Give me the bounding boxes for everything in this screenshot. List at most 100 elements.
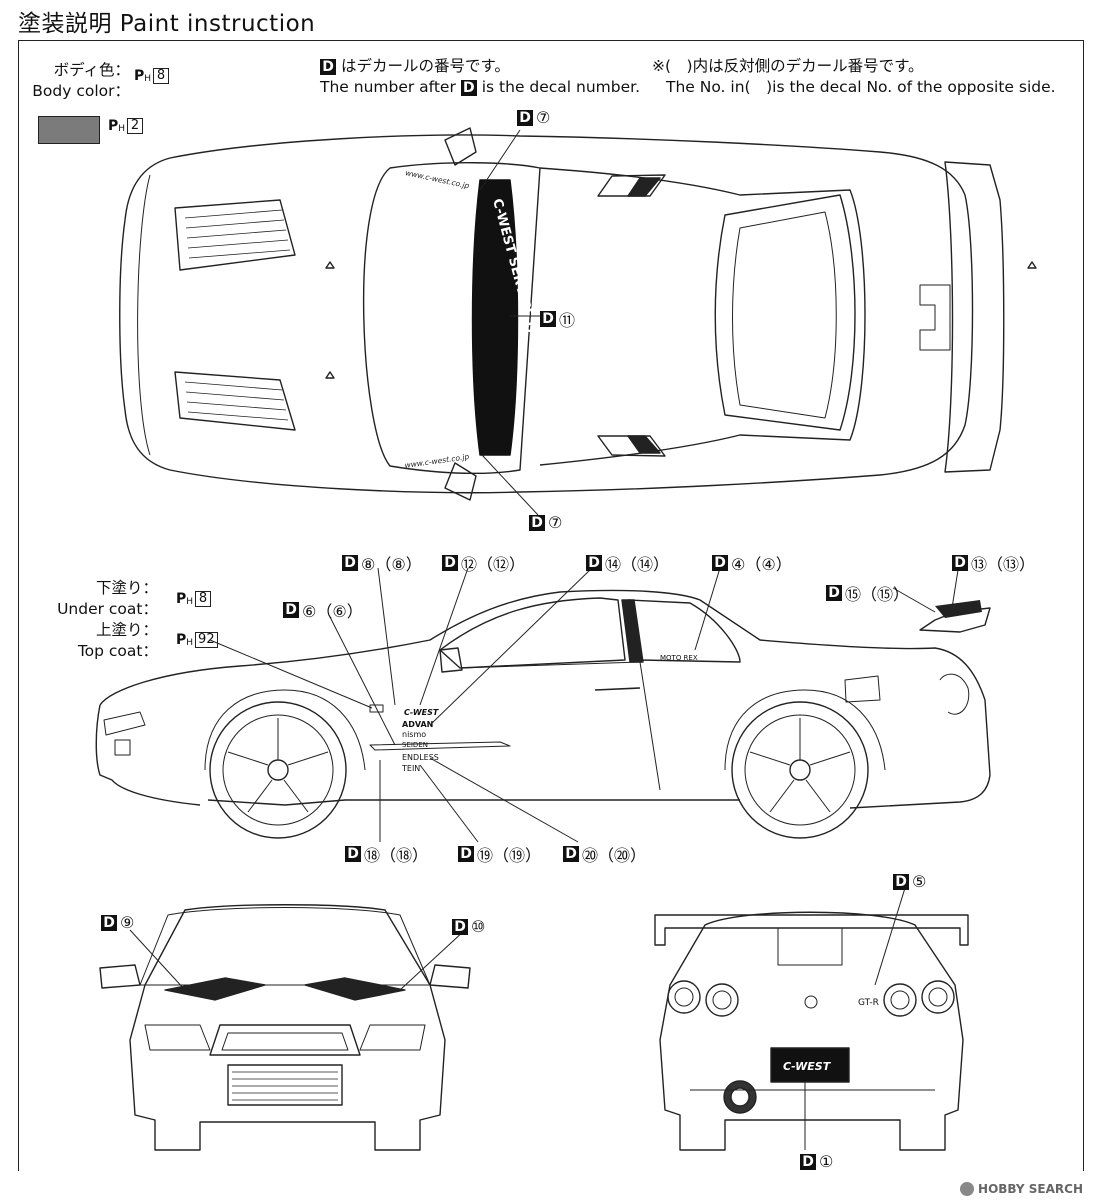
rear-plate xyxy=(771,1048,849,1082)
callout-d14-text: ⑭（⑭） xyxy=(605,555,670,574)
decal-marker-icon: D xyxy=(320,58,336,75)
gray-swatch xyxy=(38,116,100,144)
opposite-note-jp: ※( )内は反対側のデカール番号です。 xyxy=(652,57,924,75)
url-bottom-text: www.c-west.co.jp xyxy=(404,452,470,470)
side-logo-2: nismo xyxy=(402,730,426,739)
callout-d20-text: ⑳（⑳） xyxy=(582,846,647,865)
window-decal-text: MOTO REX xyxy=(660,654,698,662)
top-coat-en: Top coat： xyxy=(77,642,158,660)
diagram-frame xyxy=(18,40,1084,1171)
side-logo-4: ENDLESS xyxy=(402,753,439,762)
callout-d15-text: ⑮（⑮） xyxy=(845,585,910,604)
callout-d19-text: ⑲（⑲） xyxy=(477,846,542,865)
front-view-car xyxy=(100,905,470,1150)
watermark-text: HOBBY SEARCH xyxy=(978,1182,1083,1196)
decal-marker-icon: D xyxy=(283,602,299,618)
callout-d9-text: ⑨ xyxy=(120,913,135,932)
decal-marker-icon: D xyxy=(586,555,602,571)
rear-badge-text: GT-R xyxy=(858,998,879,1008)
hobby-search-logo-icon xyxy=(960,1182,975,1196)
under-coat-en: Under coat： xyxy=(57,600,158,618)
decal-marker-icon: D xyxy=(517,109,533,126)
callout-d10-text: ⑩ xyxy=(471,917,486,936)
under-coat-num: 8 xyxy=(195,591,212,607)
decal-marker-icon: D xyxy=(460,79,477,96)
decal-note: D はデカールの番号です。 The number after D is the … xyxy=(320,56,640,98)
decal-marker-icon: D xyxy=(101,914,117,931)
windshield-banner xyxy=(473,180,518,455)
side-logo-1: ADVAN xyxy=(402,720,433,729)
callout-d6-text: ⑥（⑥） xyxy=(302,602,363,621)
decal-marker-icon: D xyxy=(442,555,458,571)
page-title: 塗装説明 Paint instruction xyxy=(18,11,316,37)
body-color-en: Body color： xyxy=(32,82,130,100)
swatch-num: 2 xyxy=(127,118,144,134)
callout-d5-text: ⑤ xyxy=(912,872,927,891)
body-color-label: ボディ色： Body color： xyxy=(30,60,130,102)
rear-view-car: C-WEST GT-R xyxy=(655,888,968,1150)
top-coat-label: 上塗り： Top coat： xyxy=(40,620,158,662)
decal-marker-icon: D xyxy=(452,918,468,935)
decal-marker-icon: D xyxy=(345,846,361,862)
callout-d4-text: ④（④） xyxy=(731,555,792,574)
callout-d13-text: ⑬（⑬） xyxy=(971,555,1036,574)
decal-marker-icon: D xyxy=(826,585,842,601)
top-coat-num: 92 xyxy=(195,632,218,648)
rear-wheel xyxy=(732,702,868,838)
under-coat-jp: 下塗り： xyxy=(95,579,158,597)
decal-marker-icon: D xyxy=(893,873,909,890)
front-wheel xyxy=(210,702,346,838)
callout-d7-top-text: ⑦ xyxy=(536,108,551,127)
callout-d1-text: ① xyxy=(819,1152,834,1171)
callout-d12-text: ⑫（⑫） xyxy=(461,555,526,574)
body-color-jp: ボディ色： xyxy=(53,61,130,79)
callout-d18-text: ⑱（⑱） xyxy=(364,846,429,865)
decal-marker-icon: D xyxy=(529,514,545,531)
decal-marker-icon: D xyxy=(540,311,556,327)
plate-text: C-WEST xyxy=(783,1060,832,1073)
side-logo-3: SEIDEN xyxy=(402,741,428,749)
side-logo-5: TEIN xyxy=(401,764,420,773)
decal-marker-icon: D xyxy=(800,1153,816,1170)
watermark: HOBBY SEARCH xyxy=(960,1182,1083,1196)
decal-note-jp: はデカールの番号です。 xyxy=(340,57,510,75)
side-logo-0: C-WEST xyxy=(404,708,439,717)
body-color-num: 8 xyxy=(153,68,170,84)
side-view-car: MOTO REX C-WEST ADVAN nismo SEIDEN ENDLE… xyxy=(96,568,990,842)
under-coat-label: 下塗り： Under coat： xyxy=(40,578,158,620)
opposite-note: ※( )内は反対側のデカール番号です。 The No. in( )is the … xyxy=(652,56,1056,98)
callout-d8-text: ⑧（⑧） xyxy=(361,555,422,574)
top-view-car: C-WEST SERVICE FACTORY www.c-west.co.jp … xyxy=(120,128,1036,515)
callout-d7-bottom-text: ⑦ xyxy=(548,513,563,532)
decal-marker-icon: D xyxy=(458,846,474,862)
decal-note-en-post: is the decal number. xyxy=(481,78,641,96)
decal-marker-icon: D xyxy=(342,555,358,571)
decal-marker-icon: D xyxy=(712,555,728,571)
callout-d11-text: ⑪ xyxy=(559,311,576,330)
url-top-text: www.c-west.co.jp xyxy=(405,168,471,190)
top-coat-jp: 上塗り： xyxy=(95,621,158,639)
opposite-note-en: The No. in( )is the decal No. of the opp… xyxy=(666,78,1056,96)
